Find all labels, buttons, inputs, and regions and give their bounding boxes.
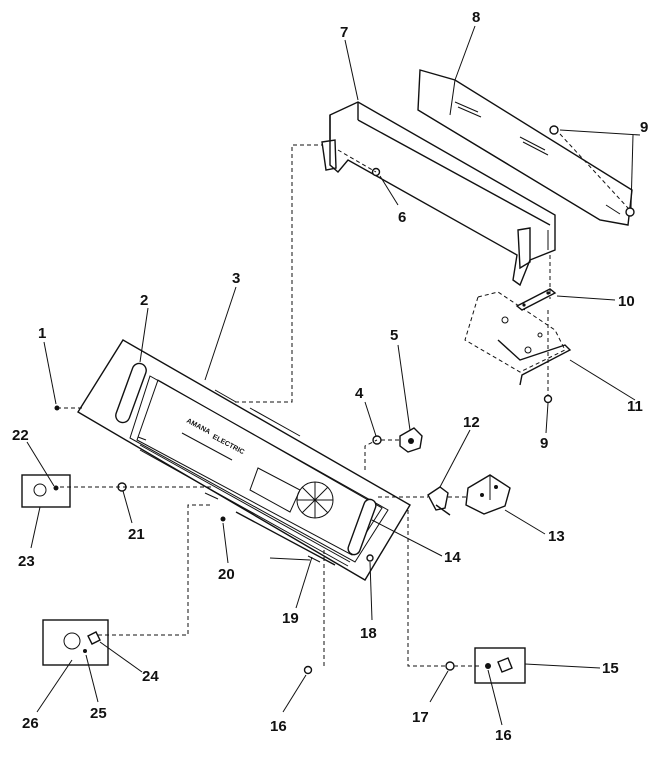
callout-10: 10 xyxy=(618,293,635,310)
callout-4: 4 xyxy=(355,385,364,402)
part-13-timer xyxy=(465,474,511,515)
part-11-bracket xyxy=(464,291,572,386)
part-3-control-panel: AMANA ELECTRIC xyxy=(77,339,411,581)
part-4-5-knob xyxy=(372,427,423,453)
callout-22: 22 xyxy=(12,427,29,444)
callout-21: 21 xyxy=(128,526,145,543)
callout-9-bottom: 9 xyxy=(540,435,548,452)
part-23-plate xyxy=(21,474,71,508)
part-7-console-housing xyxy=(321,101,556,287)
callout-5: 5 xyxy=(390,327,398,344)
callout-11: 11 xyxy=(627,398,643,415)
callout-26: 26 xyxy=(22,715,39,732)
part-26-plate xyxy=(42,619,109,666)
callout-15: 15 xyxy=(602,660,619,677)
callout-14: 14 xyxy=(444,549,461,566)
callout-18: 18 xyxy=(360,625,377,642)
callout-20: 20 xyxy=(218,566,235,583)
callout-25: 25 xyxy=(90,705,107,722)
callout-7: 7 xyxy=(340,24,348,41)
callout-12: 12 xyxy=(463,414,480,431)
callout-2: 2 xyxy=(140,292,148,309)
callout-13: 13 xyxy=(548,528,565,545)
assembly-lines xyxy=(57,133,629,668)
leader-lines xyxy=(26,25,641,726)
callout-labels: 1 2 3 4 5 6 7 8 9 9 10 11 12 13 14 15 16… xyxy=(12,9,648,744)
callout-8: 8 xyxy=(472,9,480,26)
callout-1: 1 xyxy=(38,325,46,342)
callout-17: 17 xyxy=(412,709,429,726)
callout-6: 6 xyxy=(398,209,406,226)
callout-19: 19 xyxy=(282,610,299,627)
callout-16-left: 16 xyxy=(270,718,287,735)
part-12-switch xyxy=(427,486,451,516)
part-15-plate xyxy=(474,647,526,684)
callout-3: 3 xyxy=(232,270,240,287)
part-10-strap xyxy=(515,288,557,311)
callout-16-right: 16 xyxy=(495,727,512,744)
callout-9-top: 9 xyxy=(640,119,648,136)
callout-23: 23 xyxy=(18,553,35,570)
callout-24: 24 xyxy=(142,668,159,685)
